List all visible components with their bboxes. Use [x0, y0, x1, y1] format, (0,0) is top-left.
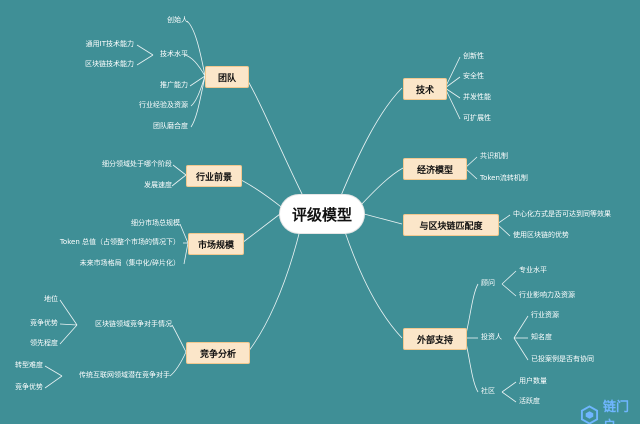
team-item-founder: 创始人 [167, 16, 188, 24]
branch-blockchain-fit[interactable]: 与区块链匹配度 [403, 214, 499, 236]
fit-item-centralized: 中心化方式是否可达到同等效果 [513, 210, 611, 218]
external-item-advisor: 顾问 [481, 279, 495, 287]
advisor-item-influence: 行业影响力及资源 [519, 291, 575, 299]
tech-item-security: 安全性 [463, 72, 484, 80]
competition-item-traditional: 传统互联网领域潜在竞争对手 [79, 371, 170, 379]
tech-item-concurrency: 并发性能 [463, 93, 491, 101]
tech-item-innovation: 创新性 [463, 52, 484, 60]
watermark-logo: 链门户 [580, 396, 640, 424]
competition-bc-lead: 领先程度 [30, 339, 58, 347]
economy-item-consensus: 共识机制 [480, 152, 508, 160]
external-item-investor: 投资人 [481, 333, 502, 341]
branch-industry[interactable]: 行业前景 [186, 165, 242, 187]
community-item-activity: 活跃度 [519, 397, 540, 405]
team-item-cohesion: 团队磨合度 [153, 122, 188, 130]
team-item-experience: 行业经验及资源 [139, 101, 188, 109]
tech-item-scalability: 可扩展性 [463, 114, 491, 122]
market-item-total: 细分市场总规模 [131, 219, 180, 227]
investor-item-synergy: 已投案例是否有协同 [531, 355, 594, 363]
competition-trad-transition: 转型难度 [15, 361, 43, 369]
branch-team[interactable]: 团队 [205, 66, 249, 88]
competition-bc-position: 地位 [44, 295, 58, 303]
competition-item-blockchain: 区块链领域竞争对手情况 [95, 320, 172, 328]
external-item-community: 社区 [481, 387, 495, 395]
logo-text: 链门户 [602, 400, 629, 424]
team-tech-general-it: 通用IT技术能力 [85, 40, 134, 48]
branch-tech[interactable]: 技术 [403, 78, 447, 100]
market-item-landscape: 未来市场格局（集中化/碎片化） [79, 259, 180, 267]
investor-item-fame: 知名度 [531, 333, 552, 341]
investor-item-resources: 行业资源 [531, 311, 559, 319]
branch-economy[interactable]: 经济模型 [403, 158, 467, 180]
branch-market[interactable]: 市场规模 [188, 233, 244, 255]
economy-item-token-flow: Token流转机制 [480, 174, 528, 182]
branch-external[interactable]: 外部支持 [403, 328, 467, 350]
central-topic[interactable]: 评级模型 [280, 195, 364, 233]
fit-item-advantage: 使用区块链的优势 [513, 231, 569, 239]
team-item-promotion: 推广能力 [160, 81, 188, 89]
industry-item-speed: 发展速度 [144, 181, 172, 189]
chain-portal-logo-icon [580, 405, 599, 424]
competition-bc-advantage: 竞争优势 [30, 319, 58, 327]
market-item-token-value: Token 总值（占领整个市场的情况下） [59, 238, 180, 246]
industry-item-stage: 细分领域处于哪个阶段 [102, 160, 172, 168]
community-item-users: 用户数量 [519, 377, 547, 385]
branch-competition[interactable]: 竞争分析 [186, 342, 250, 364]
advisor-item-professional: 专业水平 [519, 266, 547, 274]
team-item-tech-level: 技术水平 [160, 50, 188, 58]
team-tech-blockchain: 区块链技术能力 [85, 60, 134, 68]
competition-trad-advantage: 竞争优势 [15, 383, 43, 391]
